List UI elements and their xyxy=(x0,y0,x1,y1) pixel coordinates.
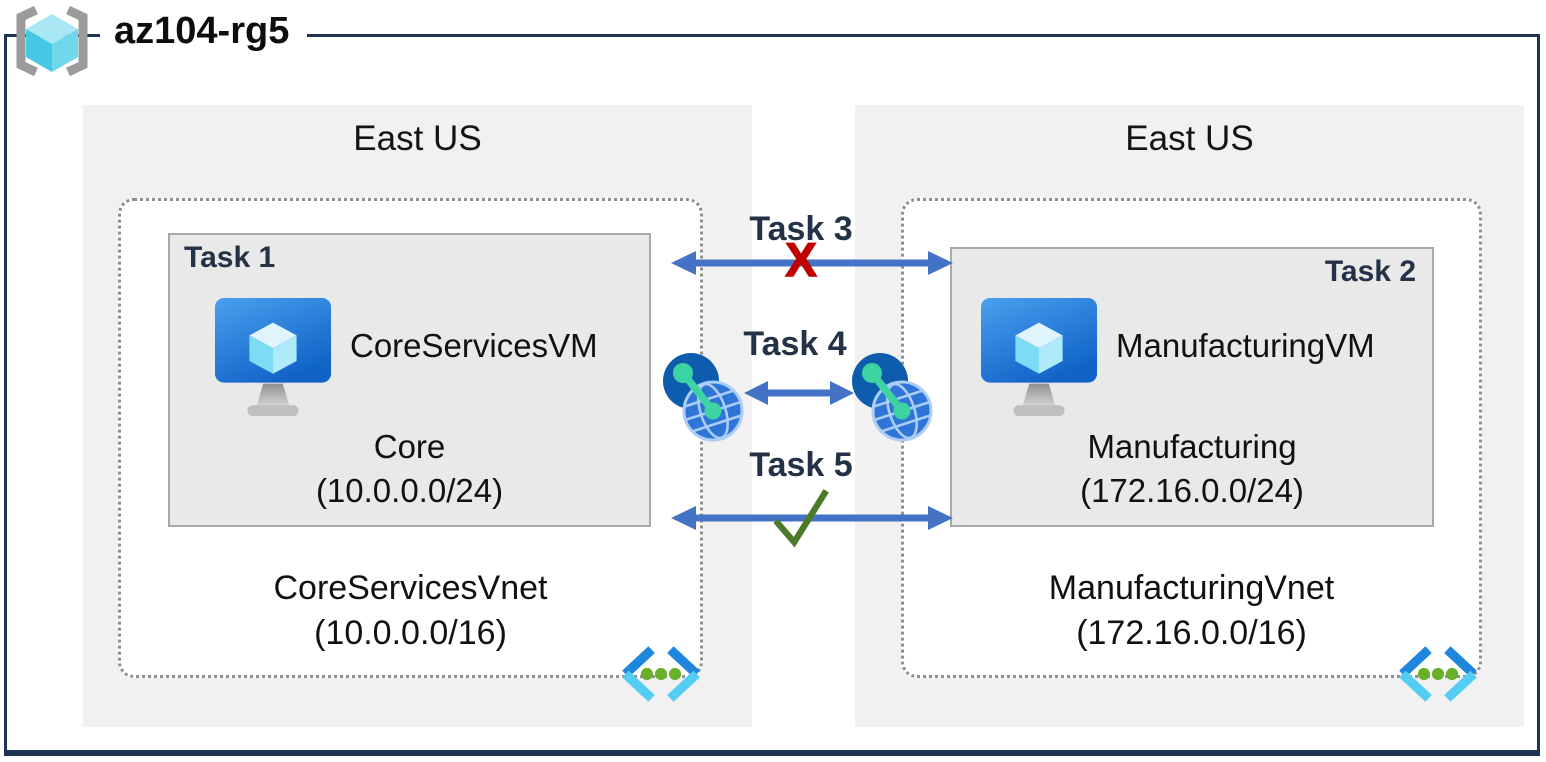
region-label-right: East US xyxy=(1125,119,1254,158)
task1-label: Task 1 xyxy=(184,241,276,274)
subnet-cidr-text: (172.16.0.0/24) xyxy=(1080,472,1304,510)
vnet-cidr-text: (172.16.0.0/16) xyxy=(1076,613,1307,652)
virtual-network-icon-left xyxy=(622,646,700,702)
vm-core-row: CoreServicesVM xyxy=(214,297,598,421)
check-icon xyxy=(773,489,829,548)
subnet-name-manufacturing: Manufacturing (172.16.0.0/24) xyxy=(952,425,1432,513)
task5-label: Task 5 xyxy=(749,446,853,484)
task3-arrow xyxy=(671,251,953,275)
subnet-name-text: Core xyxy=(373,428,446,466)
vm-icon xyxy=(980,298,1098,417)
region-label-left: East US xyxy=(353,119,482,158)
vm-icon xyxy=(214,298,332,417)
vnet-label-coreservices: CoreServicesVnet (10.0.0.0/16) xyxy=(118,566,703,656)
blocked-x-icon: X xyxy=(785,233,818,286)
subnet-cidr-text: (10.0.0.0/24) xyxy=(315,472,504,510)
resource-group-border xyxy=(4,34,1540,756)
vm-name: CoreServicesVM xyxy=(350,327,598,364)
vnet-label-manufacturing: ManufacturingVnet (172.16.0.0/16) xyxy=(901,566,1482,656)
vm-manufacturing-row: ManufacturingVM xyxy=(980,297,1375,421)
subnet-box-core: Task 1 CoreServicesVM xyxy=(168,233,651,527)
vnet-peering-icon-right xyxy=(852,353,933,442)
task4-arrow xyxy=(744,381,854,405)
vnet-peering-icon-left xyxy=(663,353,744,442)
virtual-network-icon-right xyxy=(1399,646,1477,702)
task4-label: Task 4 xyxy=(743,325,847,363)
resource-group-title: az104-rg5 xyxy=(100,8,308,57)
vm-name: ManufacturingVM xyxy=(1116,327,1375,364)
task3-label: Task 3 xyxy=(749,210,853,248)
resource-group-icon xyxy=(16,5,88,77)
vnet-name-text: ManufacturingVnet xyxy=(1048,569,1335,607)
subnet-name-core: Core (10.0.0.0/24) xyxy=(170,425,649,513)
vnet-name-text: CoreServicesVnet xyxy=(273,569,548,607)
vnet-cidr-text: (10.0.0.0/16) xyxy=(314,613,507,652)
subnet-box-manufacturing: Task 2 ManufacturingVM xyxy=(950,247,1434,527)
task2-label: Task 2 xyxy=(1324,255,1416,288)
subnet-name-text: Manufacturing xyxy=(1087,428,1297,466)
